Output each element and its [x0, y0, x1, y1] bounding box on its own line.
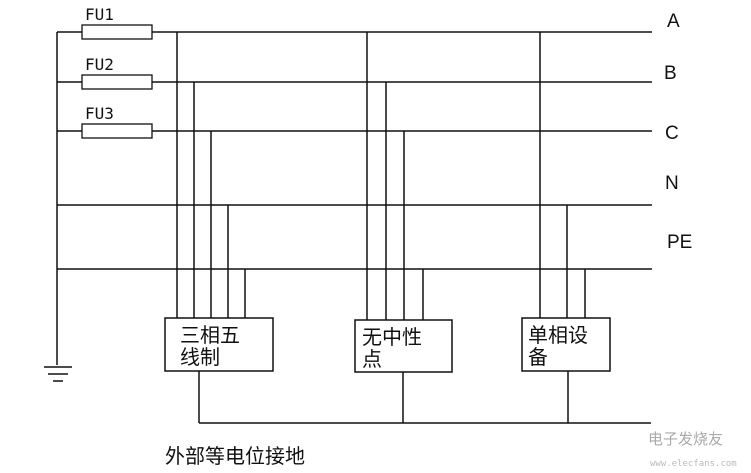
- ground-icon: [44, 366, 72, 382]
- svg-text:www.elecfans.com: www.elecfans.com: [650, 459, 737, 469]
- fuse-fu3: [81, 123, 153, 139]
- svg-text:电子发烧友: 电子发烧友: [648, 430, 723, 448]
- device-label-no-neutral-2: 点: [362, 347, 382, 371]
- device-box-no-neutral: [354, 319, 453, 373]
- fuse-label-fu1: FU1: [85, 5, 114, 24]
- equipotential-bus: [198, 371, 651, 424]
- device-box-three-phase-five-wire: [164, 317, 274, 372]
- device-box-single-phase: [521, 317, 611, 372]
- line-label-pe: PE: [667, 232, 692, 253]
- fuse-fu1: [81, 24, 153, 40]
- line-a: [57, 24, 652, 40]
- drops-device-2: [366, 32, 424, 320]
- line-label-n: N: [665, 173, 679, 194]
- line-label-c: C: [665, 123, 679, 144]
- fuse-label-fu3: FU3: [85, 104, 114, 123]
- bottom-label: 外部等电位接地: [165, 444, 305, 468]
- device-label-no-neutral-1: 无中性: [362, 325, 422, 349]
- line-label-b: B: [664, 63, 677, 84]
- line-label-a: A: [667, 11, 680, 32]
- device-label-three-phase-five-wire-2: 线制: [180, 345, 220, 369]
- drops-device-1: [176, 32, 246, 318]
- fuse-label-fu2: FU2: [85, 55, 114, 74]
- watermark-logo: 电子发烧友 www.elecfans.com: [648, 430, 737, 469]
- fuse-fu2: [81, 74, 153, 90]
- device-label-three-phase-five-wire-1: 三相五: [180, 323, 240, 347]
- line-b: [57, 74, 652, 90]
- drops-device-3: [539, 32, 586, 318]
- line-c: [57, 123, 652, 139]
- device-label-single-phase-1: 单相设: [528, 323, 588, 347]
- device-label-single-phase-2: 备: [528, 345, 548, 369]
